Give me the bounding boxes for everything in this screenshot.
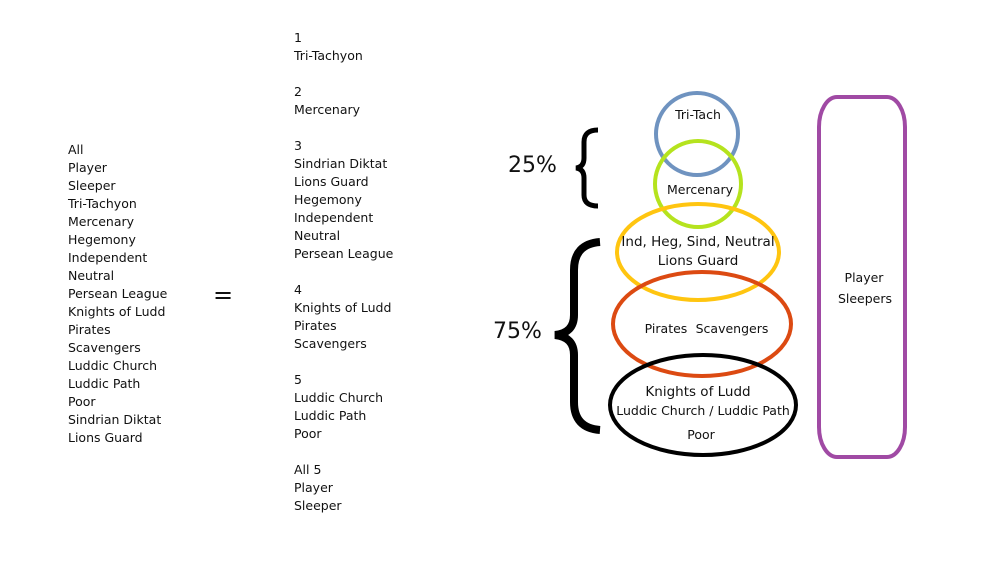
faction-list-item: Sindrian Diktat	[68, 412, 162, 427]
brace-top	[575, 127, 599, 209]
tier4-label-pirates: Pirates	[645, 321, 688, 336]
tier-group-title: 1	[294, 30, 302, 45]
faction-list-item: Luddic Path	[68, 376, 141, 391]
mercenary-circle	[653, 139, 743, 229]
faction-list-item: Mercenary	[68, 214, 135, 229]
tier5-ellipse	[608, 353, 798, 457]
all-label-2: Sleepers	[838, 291, 892, 306]
tritach-circle	[654, 91, 740, 177]
tier-group-item: Sleeper	[294, 498, 342, 513]
tier-group-item: Player	[294, 480, 333, 495]
tier3-label-1: Ind, Heg, Sind, Neutral	[621, 234, 774, 250]
faction-list-item: Persean League	[68, 286, 168, 301]
tier-group-item: Neutral	[294, 228, 341, 243]
tier-group-item: Tri-Tachyon	[294, 48, 363, 63]
faction-list-item: Independent	[68, 250, 148, 265]
tier-group-item: Luddic Path	[294, 408, 367, 423]
tier-group-item: Independent	[294, 210, 374, 225]
tier-group-item: Mercenary	[294, 102, 361, 117]
faction-list-item: Sleeper	[68, 178, 116, 193]
faction-list-item: Tri-Tachyon	[68, 196, 137, 211]
faction-list-item: Player	[68, 160, 107, 175]
tier-group-title: 5	[294, 372, 302, 387]
equals-sign: =	[213, 281, 234, 309]
faction-list-item: Poor	[68, 394, 96, 409]
tier3-label-2: Lions Guard	[658, 253, 739, 269]
tier-group-item: Poor	[294, 426, 322, 441]
tier-group-item: Lions Guard	[294, 174, 369, 189]
faction-list-item: Hegemony	[68, 232, 136, 247]
tier4-label-scavengers: Scavengers	[696, 321, 769, 336]
faction-list-item: Lions Guard	[68, 430, 143, 445]
tier-group-title: All 5	[294, 462, 322, 477]
percent-bottom: 75%	[493, 319, 542, 344]
faction-list-item: Neutral	[68, 268, 115, 283]
tier-group-item: Persean League	[294, 246, 394, 261]
faction-list-item: Pirates	[68, 322, 111, 337]
tritach-label: Tri-Tach	[674, 107, 721, 122]
faction-list-item: Luddic Church	[68, 358, 158, 373]
tier-group-title: 4	[294, 282, 302, 297]
tier-group-item: Pirates	[294, 318, 337, 333]
faction-list-item: All	[68, 142, 84, 157]
tier-group-title: 2	[294, 84, 302, 99]
brace-bottom	[554, 238, 601, 434]
mercenary-label: Mercenary	[667, 182, 734, 197]
tier5-label-2: Luddic Church / Luddic Path	[616, 403, 790, 418]
tier-group-item: Sindrian Diktat	[294, 156, 388, 171]
faction-list-item: Knights of Ludd	[68, 304, 166, 319]
all-label-1: Player	[845, 270, 885, 285]
tier5-label-3: Poor	[687, 427, 715, 442]
tier-group-item: Scavengers	[294, 336, 367, 351]
percent-top: 25%	[508, 153, 557, 178]
tier5-label-1: Knights of Ludd	[645, 384, 750, 400]
tier4-ellipse	[611, 270, 793, 378]
tier-group-item: Hegemony	[294, 192, 362, 207]
faction-list-item: Scavengers	[68, 340, 141, 355]
tier-group-title: 3	[294, 138, 302, 153]
all-tiers-box	[817, 95, 907, 459]
tier-group-item: Knights of Ludd	[294, 300, 392, 315]
tier3-ellipse	[615, 202, 781, 302]
tier-group-item: Luddic Church	[294, 390, 384, 405]
